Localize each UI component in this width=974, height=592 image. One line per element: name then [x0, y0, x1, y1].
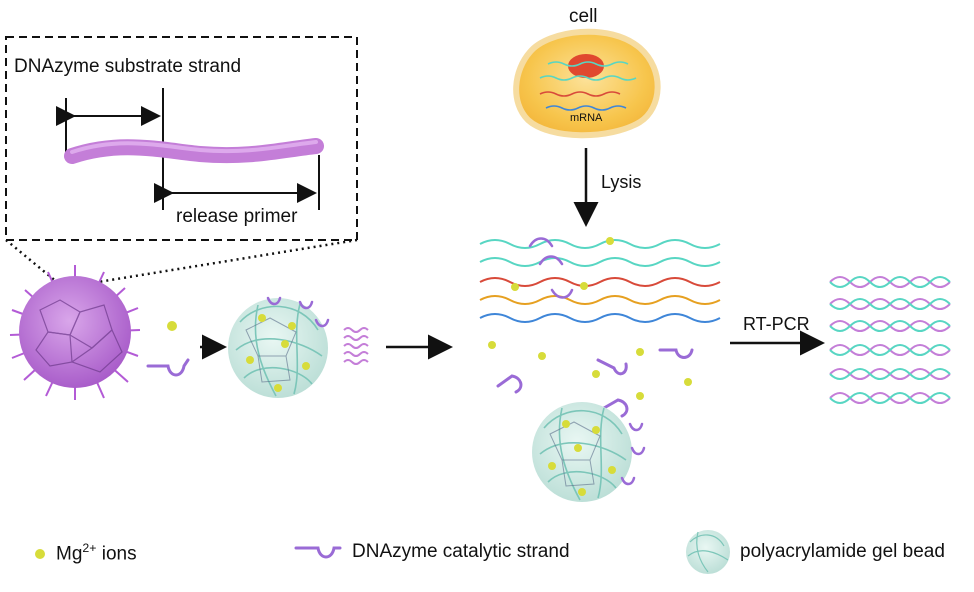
loaded-gel-bead — [228, 296, 330, 398]
legend-mg-charge: 2+ — [82, 541, 97, 555]
legend-mg-base: Mg — [56, 543, 83, 565]
legend-mg-suffix: ions — [96, 543, 137, 565]
bead-with-substrate — [9, 265, 141, 400]
released-primers — [343, 327, 369, 365]
mg-ions-solution — [488, 237, 692, 400]
legend-catalytic-label: DNAzyme catalytic strand — [352, 541, 570, 562]
rtpcr-label: RT-PCR — [743, 314, 810, 334]
reaction-gel-bead — [532, 402, 646, 502]
amplified-cdna-helices — [829, 276, 951, 404]
primer-binding-marks — [528, 237, 574, 299]
substrate-strand-label: DNAzyme substrate strand — [14, 56, 242, 77]
catalytic-strand — [146, 358, 190, 377]
legend-gel-bead-swatch — [686, 530, 730, 574]
cell-label: cell — [569, 6, 598, 27]
substrate-strand-highlight — [70, 140, 318, 154]
substrate-strand-tube — [64, 138, 324, 164]
legend-mg-ion-swatch — [35, 549, 45, 559]
inset-box — [5, 36, 358, 241]
legend-catalytic-strand-swatch — [294, 546, 342, 559]
zoom-line-right — [91, 238, 358, 285]
lysis-label: Lysis — [601, 172, 642, 192]
release-primer-label: release primer — [176, 206, 298, 227]
mrna-label: mRNA — [570, 112, 603, 124]
catalytic-strands-solution — [496, 348, 694, 418]
mg-ion — [167, 321, 177, 331]
cell — [513, 28, 661, 139]
mrna-lines — [479, 239, 721, 323]
legend-mg-label: Mg2+ ions — [56, 541, 137, 565]
legend-bead-label: polyacrylamide gel bead — [740, 541, 945, 562]
